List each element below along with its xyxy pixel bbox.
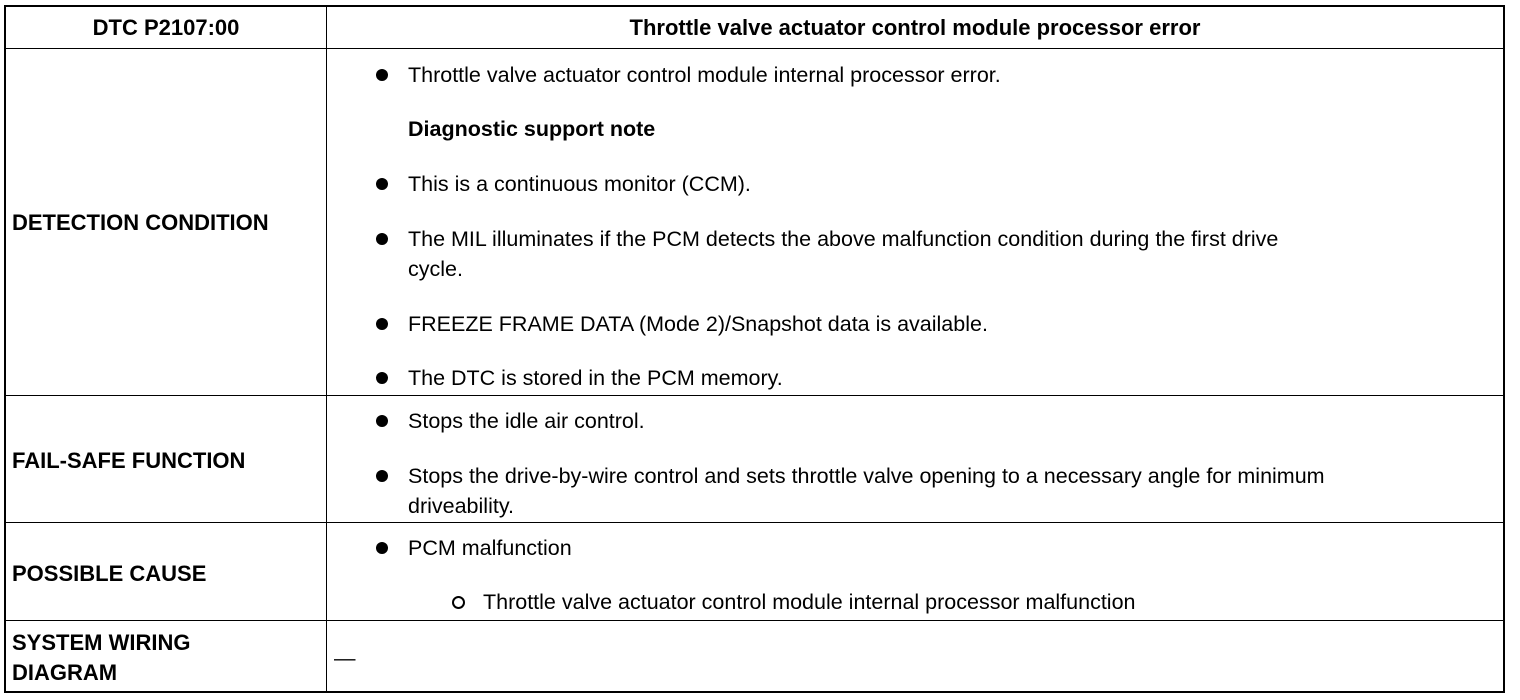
detection-item-mil-line1: The MIL illuminates if the PCM detects t… [408, 227, 1279, 251]
bullet-icon [376, 415, 388, 427]
cause-subitem-processor-malfunction: Throttle valve actuator control module i… [483, 590, 1136, 614]
bullet-icon [376, 69, 388, 81]
row-divider-failsafe [6, 522, 1503, 523]
detection-item-continuous-monitor: This is a continuous monitor (CCM). [408, 172, 751, 196]
detection-item-freeze-frame: FREEZE FRAME DATA (Mode 2)/Snapshot data… [408, 312, 988, 336]
detection-item-mil-line2: cycle. [408, 257, 463, 281]
failsafe-item-drive-by-wire-line2: driveability. [408, 494, 514, 518]
row-divider-detection [6, 395, 1503, 396]
bullet-icon [376, 233, 388, 245]
column-divider [326, 7, 327, 691]
dtc-table: DTC P2107:00 Throttle valve actuator con… [4, 5, 1505, 693]
detection-condition-label: DETECTION CONDITION [12, 210, 269, 235]
detection-item-dtc-stored: The DTC is stored in the PCM memory. [408, 366, 783, 390]
row-divider-header [6, 48, 1503, 49]
system-wiring-diagram-value: — [334, 646, 356, 670]
bullet-icon [376, 372, 388, 384]
failsafe-item-idle-air: Stops the idle air control. [408, 409, 645, 433]
system-wiring-diagram-label-line2: DIAGRAM [12, 660, 118, 685]
bullet-icon [376, 178, 388, 190]
diagnostic-support-note-heading: Diagnostic support note [408, 117, 656, 141]
system-wiring-diagram-label-line1: SYSTEM WIRING [12, 630, 191, 655]
bullet-icon [376, 318, 388, 330]
fail-safe-function-label: FAIL-SAFE FUNCTION [12, 448, 246, 473]
sub-bullet-icon [452, 596, 465, 609]
dtc-title-header: Throttle valve actuator control module p… [629, 15, 1201, 40]
detection-item-processor-error: Throttle valve actuator control module i… [408, 63, 1001, 87]
dtc-code-header: DTC P2107:00 [92, 15, 240, 40]
failsafe-item-drive-by-wire-line1: Stops the drive-by-wire control and sets… [408, 464, 1325, 488]
bullet-icon [376, 542, 388, 554]
row-divider-cause [6, 620, 1503, 621]
bullet-icon [376, 470, 388, 482]
possible-cause-label: POSSIBLE CAUSE [12, 561, 207, 586]
cause-item-pcm-malfunction: PCM malfunction [408, 536, 572, 560]
